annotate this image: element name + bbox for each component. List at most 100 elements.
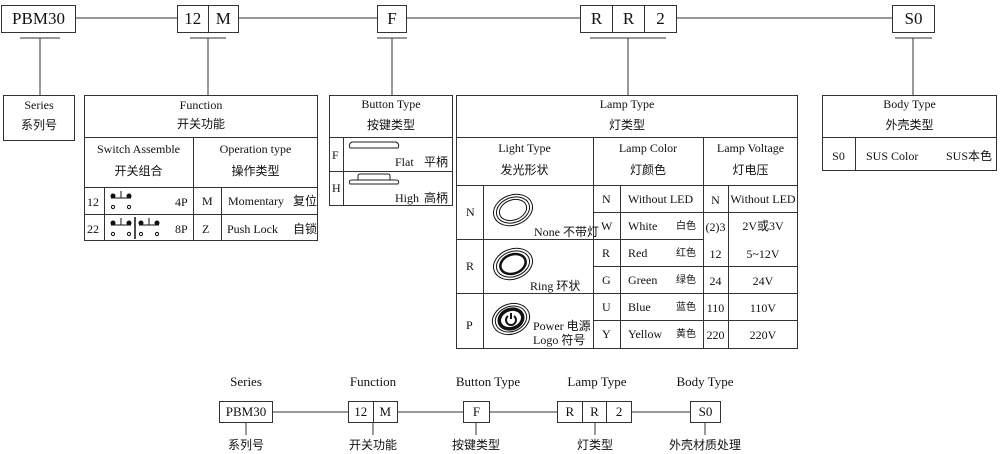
function-title: Function xyxy=(179,98,223,112)
color-name: Red xyxy=(628,246,648,260)
lamp-icons xyxy=(491,193,533,336)
lamp-voltage-header-zh: 灯电压 xyxy=(732,163,769,177)
summary-label-zh: 开关功能 xyxy=(348,438,397,452)
color-name: Green xyxy=(628,273,658,287)
voltage-value: Without LED xyxy=(730,192,796,206)
top-code-body: S0 xyxy=(892,5,935,33)
button-profile-icon xyxy=(348,141,400,185)
code-text: R xyxy=(565,404,575,419)
summary-code-button: F xyxy=(463,401,490,423)
light-label: Ring 环状 xyxy=(530,279,581,293)
switch-poles: 8P xyxy=(175,222,188,236)
code-text: M xyxy=(207,6,239,32)
light-code: P xyxy=(466,318,473,332)
button-name: Flat xyxy=(395,155,414,169)
operation-type-header-zh: 操作类型 xyxy=(231,164,280,178)
lamp-color-header-zh: 灯颜色 xyxy=(629,163,666,177)
summary-label-zh: 外壳材质处理 xyxy=(668,438,741,452)
lamp-voltage-header: Lamp Voltage xyxy=(716,141,785,155)
code-text: 2 xyxy=(606,402,631,422)
code-text: PBM30 xyxy=(225,404,267,419)
op-code: Z xyxy=(202,222,210,236)
light-label: Logo 符号 xyxy=(533,333,586,347)
code-text: 12 xyxy=(184,9,202,28)
color-code: Y xyxy=(602,327,611,341)
button-name-zh: 高柄 xyxy=(424,191,449,205)
body-name: SUS Color xyxy=(866,149,919,163)
summary-label: Button Type xyxy=(455,374,521,389)
light-code: R xyxy=(466,259,475,273)
switch-code: 12 xyxy=(87,195,99,209)
color-name-zh: 红色 xyxy=(676,248,696,259)
color-code: N xyxy=(602,192,611,206)
code-text: S0 xyxy=(904,9,923,28)
code-text: PBM30 xyxy=(12,9,65,28)
button-name-zh: 平柄 xyxy=(424,155,449,169)
code-text: R xyxy=(581,402,607,422)
switch-assemble-header-zh: 开关组合 xyxy=(114,164,163,178)
code-text: F xyxy=(387,9,397,28)
lamp-color-header: Lamp Color xyxy=(618,141,678,155)
voltage-value: 2V或3V xyxy=(742,219,784,233)
top-code-function: 12 M xyxy=(177,5,239,33)
color-name-zh: 黄色 xyxy=(676,329,696,340)
button-code: H xyxy=(332,181,341,195)
color-name-zh: 绿色 xyxy=(676,275,696,286)
color-name: Blue xyxy=(628,300,651,314)
body-name-zh: SUS本色 xyxy=(946,149,993,163)
ring-light-icon xyxy=(493,247,533,281)
voltage-value: 110V xyxy=(749,301,777,315)
light-type-header: Light Type xyxy=(498,141,551,155)
summary-label: Body Type xyxy=(676,374,734,389)
power-logo-icon xyxy=(491,302,531,336)
switch-poles: 4P xyxy=(175,195,188,209)
voltage-value: 24V xyxy=(752,274,774,288)
body-type-title: Body Type xyxy=(883,97,936,111)
voltage-value: 5~12V xyxy=(746,247,780,261)
function-title-zh: 开关功能 xyxy=(176,117,225,131)
op-name-zh: 自锁 xyxy=(293,222,318,236)
voltage-code: 24 xyxy=(709,274,722,288)
summary-label: Function xyxy=(349,374,397,389)
color-name: White xyxy=(628,219,658,233)
lamp-type-title-zh: 灯类型 xyxy=(608,118,645,132)
voltage-code: 110 xyxy=(706,301,725,315)
color-code: U xyxy=(602,300,611,314)
summary-label-zh: 灯类型 xyxy=(576,438,613,452)
code-text: S0 xyxy=(698,404,713,419)
code-text: R xyxy=(612,6,644,32)
no-light-icon xyxy=(493,193,533,227)
voltage-code: 220 xyxy=(706,328,725,342)
series-box xyxy=(3,95,75,141)
code-text: F xyxy=(472,404,481,419)
switch-contact-symbol-icon xyxy=(110,191,160,239)
code-text: 12 xyxy=(354,404,368,419)
voltage-code: N xyxy=(711,193,720,207)
summary-label: Lamp Type xyxy=(567,374,627,389)
summary-code-body: S0 xyxy=(690,401,721,423)
color-name: Yellow xyxy=(628,327,663,341)
body-code: S0 xyxy=(832,149,845,163)
light-code: N xyxy=(466,205,475,219)
series-title: Series xyxy=(24,98,54,112)
color-name-zh: 白色 xyxy=(676,221,696,232)
button-name: High xyxy=(395,191,419,205)
color-name: Without LED xyxy=(628,192,694,206)
op-name: Momentary xyxy=(228,194,284,208)
summary-label-zh: 系列号 xyxy=(227,438,264,452)
light-label: None 不带灯 xyxy=(534,225,599,239)
top-code-button: F xyxy=(377,5,407,33)
button-code: F xyxy=(332,148,339,162)
light-label: Power 电源 xyxy=(533,319,591,333)
switch-assemble-header: Switch Assemble xyxy=(97,142,180,156)
operation-type-header: Operation type xyxy=(219,142,292,156)
op-code: M xyxy=(202,194,213,208)
light-type-header-zh: 发光形状 xyxy=(500,163,549,177)
body-type-title-zh: 外壳类型 xyxy=(885,118,934,132)
code-text: 2 xyxy=(644,6,676,32)
